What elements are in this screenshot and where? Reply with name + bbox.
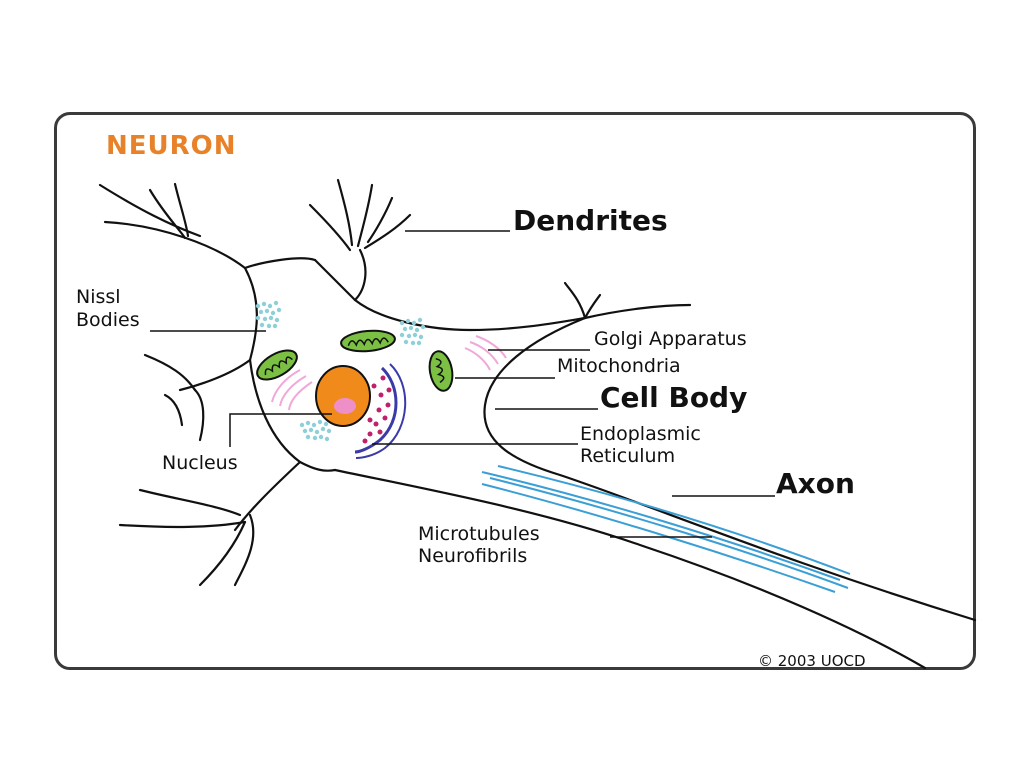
- label-axon: Axon: [776, 467, 855, 500]
- copyright-text: © 2003 UOCD: [758, 652, 866, 670]
- neuron-outline: [98, 178, 977, 670]
- label-dendrites: Dendrites: [513, 204, 668, 237]
- label-er-line1: Endoplasmic: [580, 423, 701, 445]
- nissl-bodies: [255, 300, 426, 442]
- label-nissl-line1: Nissl: [76, 286, 121, 308]
- endoplasmic-reticulum: [354, 363, 407, 459]
- diagram-title: NEURON: [106, 131, 237, 161]
- label-cell-body: Cell Body: [600, 381, 747, 414]
- golgi-apparatus: [271, 335, 507, 411]
- label-nissl-line2: Bodies: [76, 309, 140, 331]
- microtubules: [481, 465, 851, 593]
- label-neurofibrils: Neurofibrils: [418, 545, 527, 567]
- leader-lines: [150, 230, 775, 538]
- label-nucleus: Nucleus: [162, 452, 238, 474]
- label-er-line2: Reticulum: [580, 445, 675, 467]
- mitochondria: [256, 329, 454, 392]
- nucleus: [315, 365, 371, 427]
- label-mitochondria: Mitochondria: [557, 355, 681, 377]
- label-microtubules: Microtubules: [418, 523, 540, 545]
- label-golgi: Golgi Apparatus: [594, 328, 747, 350]
